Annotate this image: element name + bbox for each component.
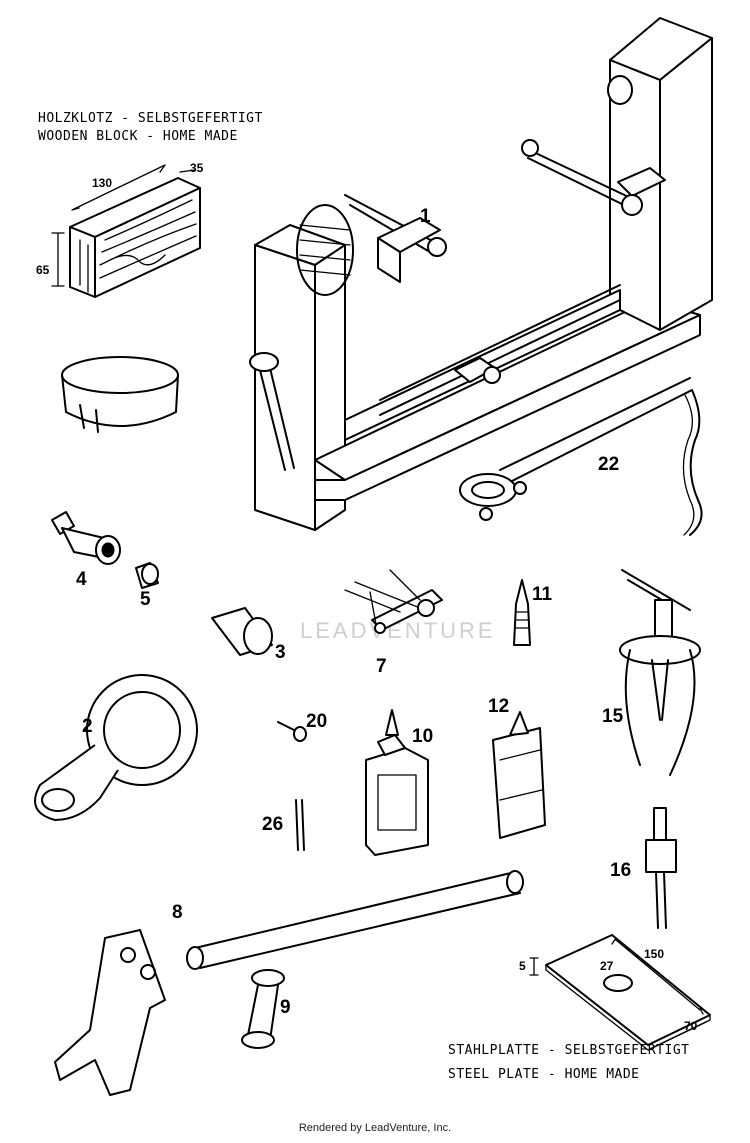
steel-plate-caption-en: STEEL PLATE - HOME MADE: [448, 1067, 640, 1082]
plate-hole-dim: 27: [600, 959, 614, 973]
plate-width-dim: 70: [684, 1019, 698, 1033]
callout-3: 3: [275, 642, 286, 663]
block-height-dim: 65: [36, 263, 50, 277]
engine-stand-drawing: [249, 17, 713, 531]
part-3-sleeve: [211, 607, 273, 656]
callout-12: 12: [488, 696, 509, 717]
callout-26: 26: [262, 814, 283, 835]
steel-plate-caption-de: STAHLPLATTE - SELBSTGEFERTIGT: [448, 1043, 689, 1058]
callout-8: 8: [172, 902, 183, 923]
part-16-insert-puller: [645, 807, 677, 929]
part-15-gear-puller: [619, 569, 701, 776]
plate-thickness-dim: 5: [519, 959, 526, 973]
part-11-applicator: [513, 579, 531, 646]
part-8-lever-bar: [54, 870, 524, 1096]
part-5-bushing: [135, 562, 159, 589]
wooden-block-drawing: [51, 164, 201, 298]
part-9-clamp: [241, 969, 285, 1049]
callout-1: 1: [420, 206, 431, 227]
callout-7: 7: [376, 656, 387, 677]
wooden-block-caption-en: WOODEN BLOCK - HOME MADE: [38, 129, 238, 144]
callout-9: 9: [280, 997, 291, 1018]
steel-plate-drawing: [529, 934, 711, 1051]
callout-22: 22: [598, 454, 619, 475]
part-12-tube: [492, 711, 546, 839]
callout-20: 20: [306, 711, 327, 732]
callout-4: 4: [76, 569, 87, 590]
block-width-dim: 35: [190, 161, 204, 175]
part-26-pin: [295, 799, 305, 851]
part-10-loctite-bottle: [365, 709, 429, 856]
part-20-screw: [277, 721, 307, 742]
part-22-chain-wrench: [459, 377, 703, 536]
callout-15: 15: [602, 706, 624, 727]
part-6-ring: [61, 356, 179, 433]
part-7-puller-bar: [344, 569, 443, 634]
plate-length-dim: 150: [644, 947, 664, 961]
wooden-block-caption-de: HOLZKLOTZ - SELBSTGEFERTIGT: [38, 111, 263, 126]
callout-2: 2: [82, 716, 93, 737]
part-4-adapter: [51, 511, 121, 565]
callout-10: 10: [412, 726, 433, 747]
callout-11: 11: [532, 584, 553, 605]
block-length-dim: 130: [92, 176, 112, 190]
callout-16: 16: [610, 860, 631, 881]
footer-credit: Rendered by LeadVenture, Inc.: [298, 1122, 452, 1134]
callout-5: 5: [140, 589, 151, 610]
part-2-holding-tool: [34, 674, 198, 821]
